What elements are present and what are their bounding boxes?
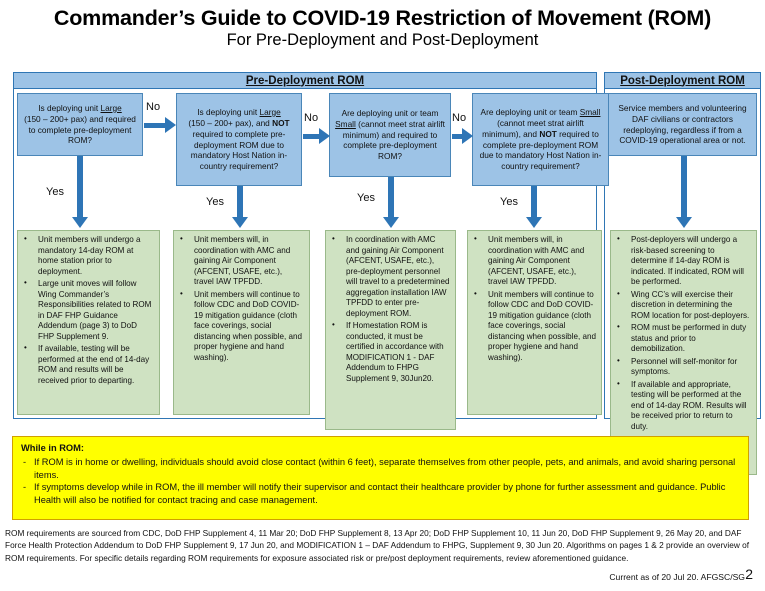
yes-arrow-4-head	[526, 217, 542, 228]
list-item: If available and appropriate, testing wi…	[615, 379, 751, 433]
outcome-1-list: Unit members will undergo a mandatory 14…	[22, 234, 154, 386]
footer-currency-text: Current as of 20 Jul 20. AFGSC/SG	[609, 572, 745, 582]
footer-sources-text: ROM requirements are sourced from CDC, D…	[5, 528, 750, 563]
decision-2-bold: NOT	[272, 117, 290, 128]
yes-label-2: Yes	[206, 196, 224, 208]
decision-box-1: Is deploying unit Large (150 – 200+ pax)…	[17, 93, 143, 156]
yes-arrow-1-shaft	[77, 156, 83, 217]
list-item: Large unit moves will follow Wing Comman…	[22, 278, 154, 342]
decision-4-text-c: required to complete pre-deployment ROM …	[479, 128, 602, 172]
decision-2-text-c: required to complete pre-deployment ROM …	[190, 128, 288, 172]
yes-arrow-2	[232, 186, 248, 228]
post-deployment-intro-box: Service members and volunteering DAF civ…	[608, 93, 757, 156]
title-main: Commander’s Guide to COVID-19 Restrictio…	[53, 6, 712, 30]
yes-label-3: Yes	[357, 192, 375, 204]
list-item: Unit members will, in coordination with …	[178, 234, 304, 288]
no-arrow-2-head	[319, 128, 330, 144]
list-item: In coordination with AMC and gaining Air…	[330, 234, 450, 319]
decision-1-emphasis: Large	[100, 102, 122, 113]
yes-arrow-1	[72, 156, 88, 228]
while-in-rom-note: While in ROM: If ROM is in home or dwell…	[12, 436, 749, 520]
list-item: Unit members will continue to follow CDC…	[472, 289, 596, 364]
outcome-box-1: Unit members will undergo a mandatory 14…	[17, 230, 160, 415]
decision-4-emphasis: Small	[579, 106, 601, 117]
page-number: 2	[745, 566, 753, 582]
post-flow-arrow-shaft	[681, 156, 687, 217]
list-item: Unit members will continue to follow CDC…	[178, 289, 304, 364]
yes-arrow-3-shaft	[388, 177, 394, 217]
outcome-box-3: In coordination with AMC and gaining Air…	[325, 230, 456, 430]
decision-2-text-a: Is deploying unit	[197, 106, 260, 117]
list-item: If ROM is in home or dwelling, individua…	[21, 456, 740, 482]
yes-label-1: Yes	[46, 186, 64, 198]
list-item: ROM must be performed in duty status and…	[615, 322, 751, 355]
list-item: Personnel will self-monitor for symptoms…	[615, 356, 751, 378]
post-flow-arrow	[676, 156, 692, 228]
decision-box-4: Are deploying unit or team Small (cannot…	[472, 93, 609, 186]
decision-box-2: Is deploying unit Large (150 – 200+ pax)…	[176, 93, 302, 186]
list-item: Unit members will undergo a mandatory 14…	[22, 234, 154, 277]
outcome-2-list: Unit members will, in coordination with …	[178, 234, 304, 364]
list-item: If Homestation ROM is conducted, it must…	[330, 320, 450, 384]
no-arrow-3	[452, 128, 473, 144]
outcome-box-4: Unit members will, in coordination with …	[467, 230, 602, 415]
no-label-2: No	[304, 112, 319, 124]
outcome-3-list: In coordination with AMC and gaining Air…	[330, 234, 450, 384]
decision-3-text-b: (cannot meet strat airlift minimum) and …	[342, 118, 445, 162]
yes-arrow-3	[383, 177, 399, 228]
yes-arrow-4-shaft	[531, 186, 537, 217]
decision-2-text-b: (150 – 200+ pax), and	[188, 117, 273, 128]
yes-arrow-2-shaft	[237, 186, 243, 217]
decision-3-text-a: Are deploying unit or team	[341, 107, 439, 118]
yes-arrow-3-head	[383, 217, 399, 228]
list-item: Post-deployers will undergo a risk-based…	[615, 234, 751, 288]
no-label-3: No	[452, 112, 467, 124]
post-deployment-header-label: Post-Deployment ROM	[620, 74, 745, 87]
title-subtitle: For Pre-Deployment and Post-Deployment	[226, 31, 539, 50]
pre-deployment-header-label: Pre-Deployment ROM	[245, 74, 365, 87]
yes-arrow-4	[526, 186, 542, 228]
while-in-rom-title: While in ROM:	[21, 443, 85, 453]
page-title: Commander’s Guide to COVID-19 Restrictio…	[0, 6, 765, 50]
no-arrow-3-head	[462, 128, 473, 144]
post-deployment-section-header: Post-Deployment ROM	[604, 72, 761, 89]
no-arrow-3-shaft	[452, 134, 462, 139]
no-arrow-1-head	[165, 117, 176, 133]
decision-1-text-b: (150 – 200+ pax) and required to complet…	[24, 113, 136, 146]
post-deployment-intro-text: Service members and volunteering DAF civ…	[618, 102, 747, 146]
list-item: If symptoms develop while in ROM, the il…	[21, 481, 740, 507]
decision-1-text-a: Is deploying unit	[38, 102, 101, 113]
decision-3-emphasis: Small	[335, 118, 356, 129]
list-item: If available, testing will be performed …	[22, 343, 154, 386]
pre-deployment-section-header: Pre-Deployment ROM	[13, 72, 597, 89]
no-label-1: No	[146, 101, 161, 113]
post-flow-arrow-head	[676, 217, 692, 228]
yes-label-4: Yes	[500, 196, 518, 208]
yes-arrow-1-head	[72, 217, 88, 228]
decision-4-text-a: Are deploying unit or team	[480, 106, 580, 117]
list-item: Wing CC’s will exercise their discretion…	[615, 289, 751, 322]
no-arrow-2	[303, 128, 330, 144]
decision-box-3: Are deploying unit or team Small (cannot…	[329, 93, 451, 177]
outcome-box-2: Unit members will, in coordination with …	[173, 230, 310, 415]
outcome-box-5: Post-deployers will undergo a risk-based…	[610, 230, 757, 475]
decision-4-bold: NOT	[539, 128, 557, 139]
decision-4-text-b: (cannot meet strat airlift minimum), and	[482, 117, 584, 139]
no-arrow-1-shaft	[144, 123, 165, 128]
decision-2-emphasis: Large	[259, 106, 281, 117]
outcome-5-list: Post-deployers will undergo a risk-based…	[615, 234, 751, 433]
no-arrow-1	[144, 117, 176, 133]
yes-arrow-2-head	[232, 217, 248, 228]
no-arrow-2-shaft	[303, 134, 319, 139]
outcome-4-list: Unit members will, in coordination with …	[472, 234, 596, 364]
list-item: Unit members will, in coordination with …	[472, 234, 596, 288]
while-in-rom-list: If ROM is in home or dwelling, individua…	[21, 456, 740, 507]
